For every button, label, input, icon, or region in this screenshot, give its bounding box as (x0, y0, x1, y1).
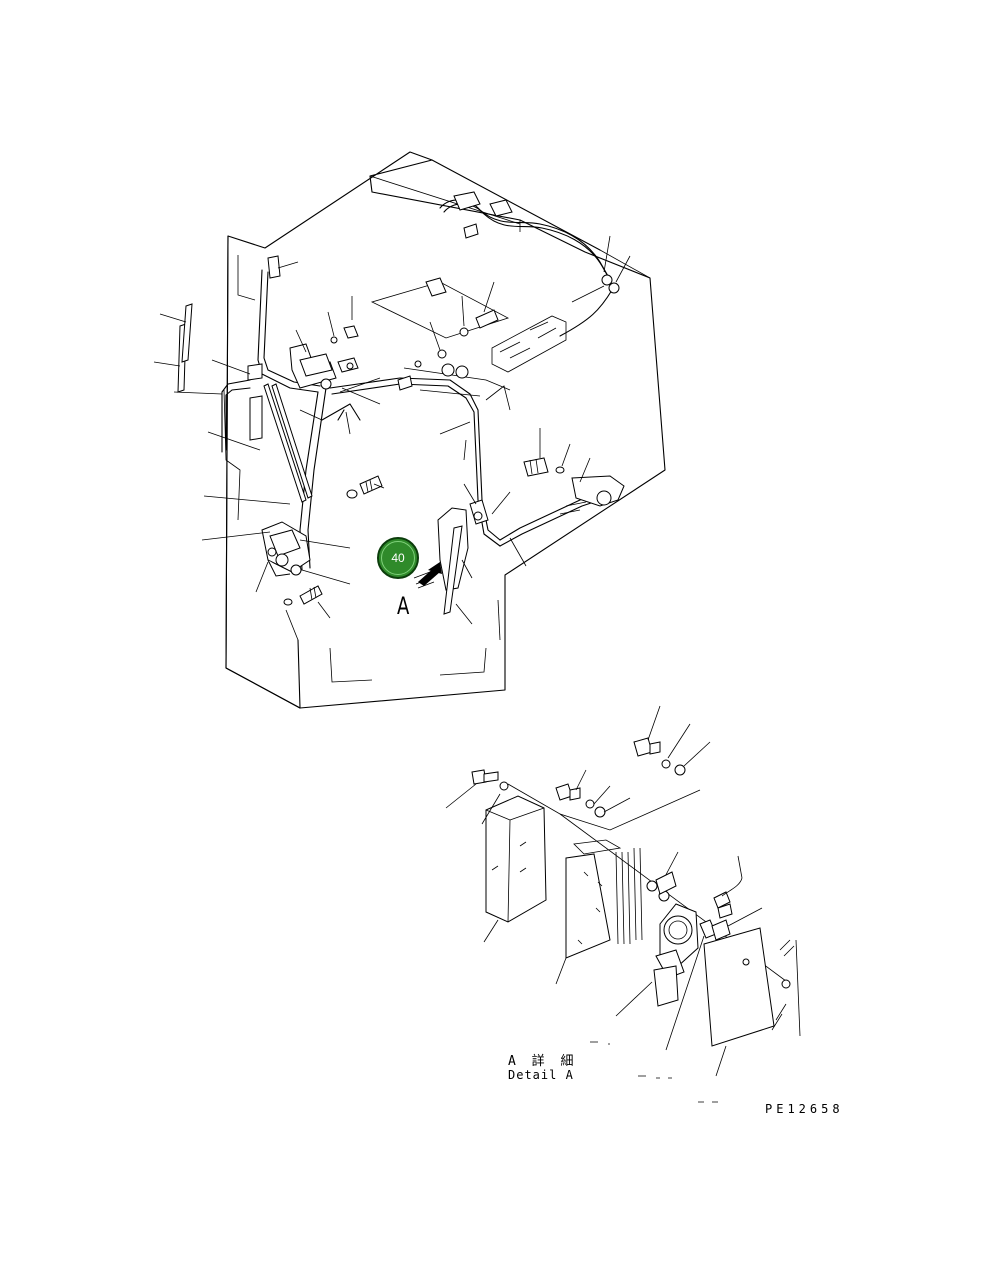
detail-title-english: Detail A (508, 1068, 574, 1082)
drawing-number: PE12658 (765, 1102, 844, 1116)
roof-fittings (397, 309, 499, 391)
detail-title-japanese: A 詳 細 (508, 1054, 578, 1069)
upper-wiper-assembly (173, 303, 359, 503)
leader-lines-upper (153, 235, 631, 641)
callout-badge-40[interactable]: 40 (377, 537, 419, 579)
callout-badge-number: 40 (391, 551, 405, 565)
cab-body (223, 151, 666, 709)
view-a-marker: A (397, 592, 410, 620)
wiring-harness (221, 191, 620, 571)
detail-a-exploded-view (445, 705, 801, 1103)
lower-wiper-assembly (261, 475, 489, 615)
right-door-wiper-assembly (523, 457, 625, 515)
